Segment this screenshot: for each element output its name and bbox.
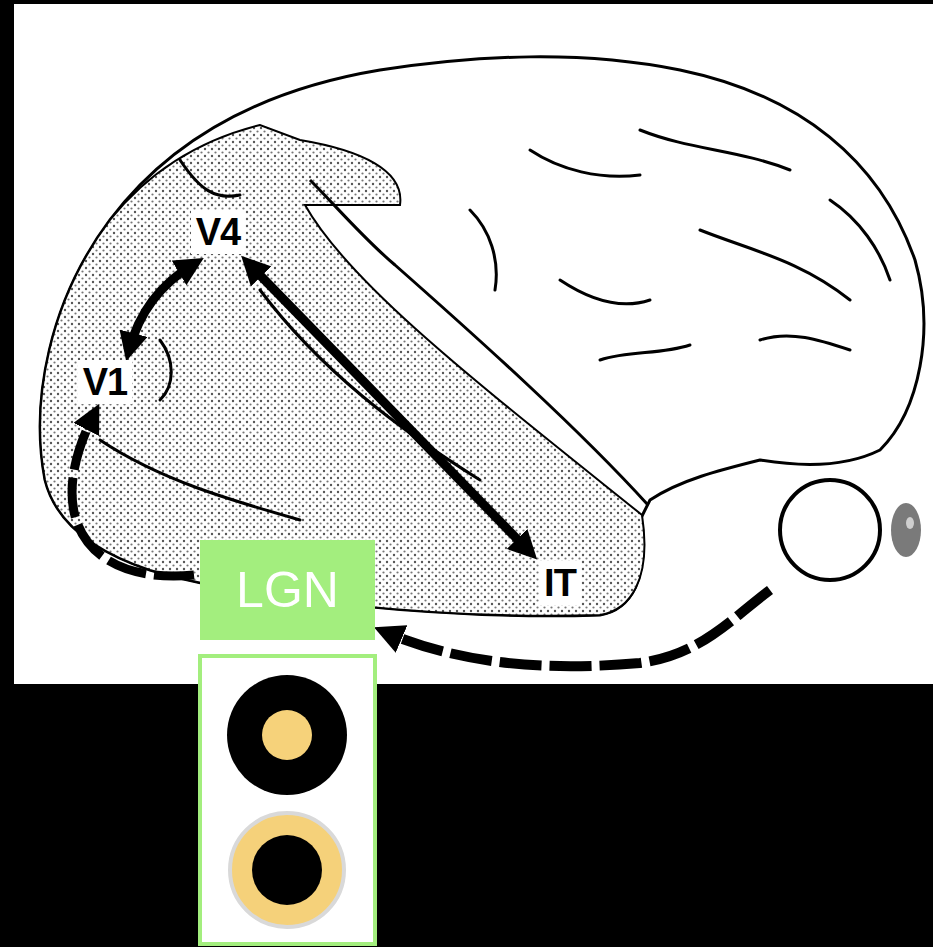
brain-outline: [40, 57, 924, 616]
sulci: [100, 130, 890, 520]
node-text: LGN: [236, 565, 339, 615]
node-text: V4: [196, 213, 240, 251]
eye-symbol: [780, 480, 921, 580]
on-center: [262, 710, 312, 760]
pathway-arrow: [72, 414, 194, 576]
receptive-field-panel: [200, 656, 375, 944]
pathway-arrow: [129, 264, 194, 350]
sylvian-fissure: [310, 180, 648, 505]
area-label: V4: [191, 210, 245, 254]
lgn-box: LGN: [200, 540, 375, 640]
node-text: IT: [544, 564, 576, 602]
white-panel: [14, 4, 933, 684]
area-label: V1: [78, 360, 132, 404]
pathway-arrow: [249, 264, 529, 551]
node-text: V1: [83, 363, 127, 401]
off-center-field: [230, 813, 344, 927]
on-center-field: [227, 675, 347, 795]
off-center: [252, 835, 322, 905]
area-label: IT: [539, 561, 581, 605]
